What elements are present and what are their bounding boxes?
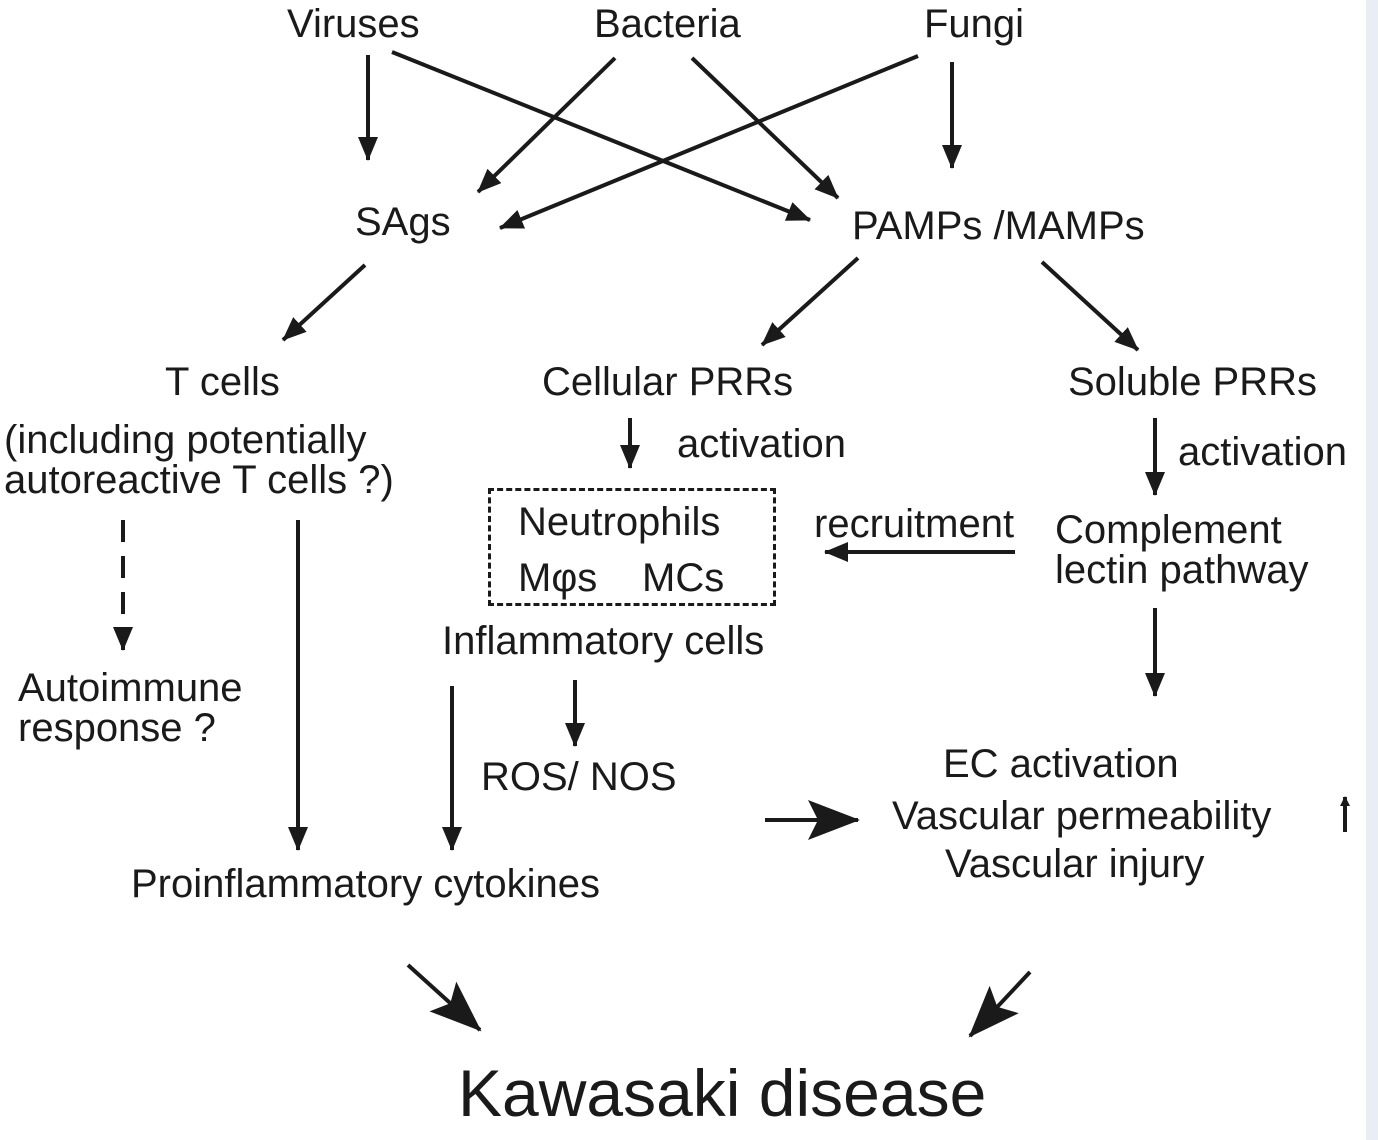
label-autoimmune-response: Autoimmune response ? [18,668,243,748]
autoimmune-line1: Autoimmune [18,666,243,710]
label-macrophages: Mφs [518,556,598,600]
inflammatory-cells-box [488,488,776,606]
label-t-cells-note: (including potentially autoreactive T ce… [4,420,394,500]
label-fungi: Fungi [924,2,1025,46]
label-vascular-permeability: Vascular permeability [892,794,1272,838]
arrow-viruses-pamps [391,50,811,222]
label-sags: SAgs [355,200,451,244]
label-ec-activation: EC activation [943,742,1179,786]
label-mast-cells: MCs [642,556,725,600]
arrow-sags-tcells [281,263,367,342]
label-t-cells: T cells [165,360,280,404]
arrow-pamps-cellular-prrs [760,256,860,347]
complement-line1: Complement [1055,508,1282,552]
label-bacteria: Bacteria [594,2,741,46]
label-viruses: Viruses [287,2,420,46]
t-cells-note-line2: autoreactive T cells ?) [4,458,394,502]
label-ros-nos: ROS/ NOS [481,755,677,799]
arrow-vascular-kawasaki [968,970,1032,1038]
complement-line2: lectin pathway [1055,548,1309,592]
label-neutrophils: Neutrophils [518,500,721,544]
arrow-bacteria-pamps [690,56,840,200]
label-recruitment: recruitment [814,502,1015,546]
label-vascular-injury: Vascular injury [945,842,1205,886]
autoimmune-line2: response ? [18,706,216,750]
label-pamps-mamps: PAMPs /MAMPs [852,204,1145,248]
label-activation-cellular: activation [677,422,846,466]
label-cellular-prrs: Cellular PRRs [542,360,794,404]
arrow-pamps-soluble-prrs [1040,260,1140,352]
label-soluble-prrs: Soluble PRRs [1068,360,1318,404]
t-cells-note-line1: (including potentially [4,418,367,462]
label-proinflammatory-cytokines: Proinflammatory cytokines [131,862,601,906]
arrow-fungi-sags [499,54,919,230]
arrow-cytokines-kawasaki [406,963,482,1032]
label-inflammatory-cells: Inflammatory cells [442,619,765,663]
arrow-bacteria-sags [476,56,617,194]
label-kawasaki-disease: Kawasaki disease [458,1056,987,1130]
label-complement-lectin: Complement lectin pathway [1055,510,1308,590]
label-activation-soluble: activation [1178,430,1347,474]
